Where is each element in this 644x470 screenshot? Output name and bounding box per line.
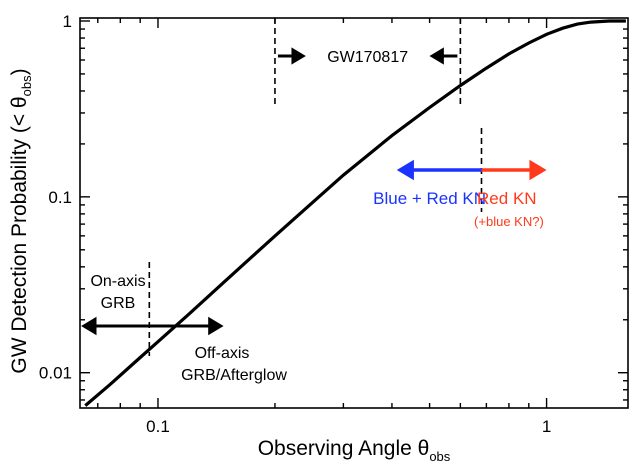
x-tick-label: 0.1 [146, 417, 170, 436]
y-tick-label: 0.1 [48, 188, 72, 207]
grb-double-arrow [81, 316, 224, 336]
x-tick-label: 1 [542, 417, 551, 436]
off-axis-label-line1: Off-axis [195, 345, 250, 362]
axis-ticks: 0.1 1 0.01 0.1 1 [39, 12, 628, 436]
gw170817-right-arrow [429, 47, 458, 65]
gw170817-left-arrow [277, 47, 306, 65]
y-tick-label: 0.01 [39, 364, 72, 383]
on-axis-label-line2: GRB [101, 295, 136, 312]
x-axis-title-main: Observing Angle θ [258, 437, 430, 460]
off-axis-label-line2: GRB/Afterglow [181, 367, 287, 384]
x-axis-title-subscript: obs [429, 449, 450, 464]
blue-red-kn-label: Blue + Red KN [373, 189, 486, 208]
on-axis-label-line1: On-axis [90, 273, 145, 290]
gw170817-label: GW170817 [327, 49, 408, 66]
y-axis-title-subscript: obs [19, 75, 34, 96]
series-group [84, 19, 626, 407]
y-axis-title-main: GW Detection Probability (< θ [8, 96, 31, 373]
red-kn-sublabel: (+blue KN?) [474, 214, 544, 229]
y-axis-title: GW Detection Probability (< θobs) [8, 68, 34, 373]
x-axis-title: Observing Angle θobs [258, 437, 451, 464]
red-kn-arrow [481, 159, 547, 181]
plot-frame [79, 17, 629, 409]
y-axis-title-close: ) [8, 68, 31, 75]
y-tick-label: 1 [63, 12, 72, 31]
detection-probability-curve [84, 19, 626, 407]
blue-red-kn-arrow [396, 159, 482, 181]
red-kn-label: Red KN [477, 189, 537, 208]
